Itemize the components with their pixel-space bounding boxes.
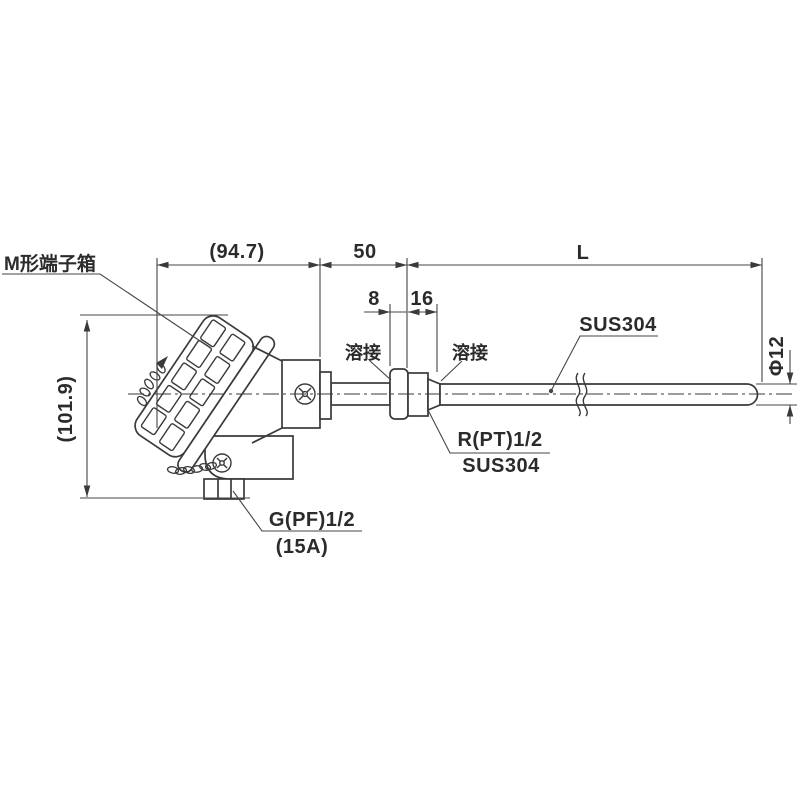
dim-sheath-diameter: Φ12 [766, 336, 788, 376]
cap [134, 315, 276, 473]
break-squiggle [582, 372, 588, 417]
dim-weld-collar-width: 8 [368, 288, 380, 310]
weld-label-left: 溶接 [345, 342, 381, 363]
chain-link [190, 465, 204, 473]
process-thread-material-label: SUS304 [462, 455, 540, 477]
chain-hook [156, 356, 168, 369]
chain-link [144, 378, 154, 390]
leader-conduit-thread [232, 490, 362, 532]
leader-process-thread [427, 409, 550, 454]
dim-head-depth: (94.7) [209, 241, 264, 263]
leader-sheath-material [550, 335, 658, 392]
weld-label-right: 溶接 [452, 342, 488, 363]
knurl-rib [204, 356, 231, 384]
chain-link [166, 466, 180, 474]
knurl-rib [140, 407, 167, 436]
sheath-material-label: SUS304 [579, 314, 657, 336]
leader-weld-left [369, 360, 392, 381]
break-squiggle [575, 372, 581, 417]
dim-head-height: (101.9) [55, 376, 77, 443]
dimension-lines [80, 258, 797, 499]
break-symbol [575, 372, 588, 417]
conduit-port-body [203, 478, 245, 500]
terminal-box-label: M形端子箱 [4, 252, 96, 275]
head-collar [319, 371, 332, 420]
knurl-rib [200, 319, 227, 348]
knurl-rib [189, 378, 216, 407]
knurl-rib [159, 423, 186, 452]
conduit-size-label: (15A) [276, 536, 329, 558]
terminal-head [134, 315, 759, 500]
cap-rim [177, 335, 276, 473]
leader-terminal-box [2, 273, 207, 346]
chain-link [139, 387, 151, 397]
dim-fitting-width: 16 [410, 288, 433, 310]
knurl-rib [171, 362, 197, 391]
leader-weld-right [440, 360, 463, 382]
chain-link [136, 395, 148, 407]
knurl-rib [219, 333, 246, 362]
chain-link [156, 362, 166, 374]
cap-chain [136, 356, 218, 475]
conduit-thread-label: G(PF)1/2 [269, 509, 355, 531]
leader-dot [548, 388, 554, 394]
leader-lines [2, 273, 658, 532]
dim-neck-length: 50 [353, 241, 376, 263]
terminal-screw-center [219, 460, 225, 466]
chain-link [182, 465, 196, 475]
process-thread-label: R(PT)1/2 [457, 429, 542, 451]
chain-link [198, 463, 212, 471]
knurl-rib [174, 400, 201, 429]
chain-link [204, 461, 218, 471]
head-cone-top-line [251, 345, 283, 362]
conduit-port [203, 478, 245, 500]
chain-link [174, 467, 188, 475]
dim-insertion-length: L [577, 242, 590, 264]
terminal-screw [212, 453, 232, 473]
head-cone-bottom-line [251, 427, 283, 444]
